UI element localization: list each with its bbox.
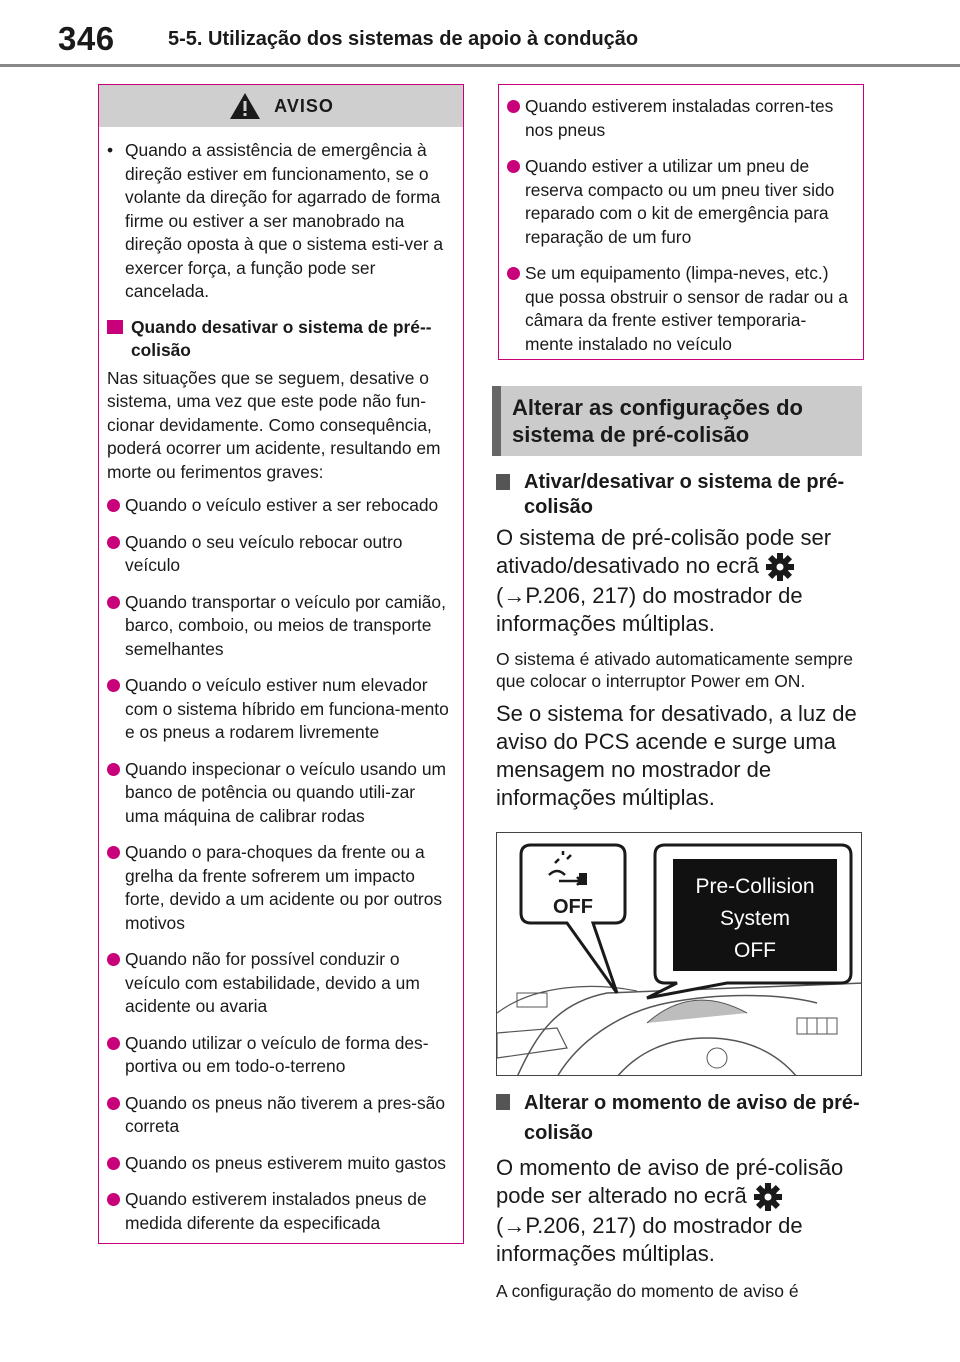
display-line-3: OFF [734, 939, 776, 962]
circle-bullet-icon [107, 846, 120, 859]
part2-note: A configuração do momento de aviso é [496, 1281, 799, 1302]
display-line-1: Pre-Collision [695, 875, 814, 898]
page-number: 346 [58, 20, 115, 57]
warning-box: AVISO • Quando a assistência de emergênc… [98, 84, 464, 1244]
section-heading: Alterar as configurações do sistema de p… [512, 395, 803, 447]
warning-subheading: Quando desativar o sistema de pré--colis… [107, 316, 449, 363]
part-warning-timing: Alterar o momento de aviso de pré-colisã… [496, 1088, 866, 1302]
bullet-dot-icon: • [107, 140, 114, 160]
part2-heading: Alterar o momento de aviso de pré-colisã… [496, 1088, 866, 1148]
list-item: Quando estiverem instaladas corren-tes n… [507, 95, 849, 142]
part1-text: O sistema de pré-colisão pode ser ativad… [496, 525, 832, 637]
list-item: Quando os pneus estiverem muito gastos [107, 1152, 449, 1176]
list-item: Se um equipamento (limpa-neves, etc.) qu… [507, 262, 849, 356]
intro-bullet: • Quando a assistência de emergência à d… [107, 139, 449, 304]
display-line-2: System [720, 907, 790, 930]
dashboard-illustration: OFF Pre-Collision System OFF [496, 832, 862, 1076]
list-item: Quando o veículo estiver a ser rebocado [107, 494, 449, 518]
list-item: Quando inspecionar o veículo usando um b… [107, 758, 449, 829]
warning-paragraph: Nas situações que se seguem, desative o … [107, 367, 441, 482]
circle-bullet-icon [107, 1193, 120, 1206]
warning-list-continued: Quando estiverem instaladas corren-tes n… [507, 95, 849, 356]
pcs-warning-icon [548, 851, 587, 886]
square-bullet-icon [107, 319, 123, 334]
list-item: Quando estiver a utilizar um pneu de res… [507, 155, 849, 249]
circle-bullet-icon [107, 499, 120, 512]
square-bullet-icon [496, 474, 510, 490]
header-divider [0, 64, 960, 67]
circle-bullet-icon [107, 535, 120, 549]
list-item: Quando o veículo estiver num elevador co… [107, 674, 449, 745]
circle-bullet-icon [507, 160, 520, 173]
dashboard-drawing: OFF Pre-Collision System OFF [497, 843, 861, 1075]
warning-box-continued: Quando estiverem instaladas corren-tes n… [498, 84, 864, 360]
section-title: 5-5. Utilização dos sistemas de apoio à … [168, 28, 639, 50]
list-item: Quando o seu veículo rebocar outro veícu… [107, 531, 449, 578]
section-heading-bar [492, 386, 501, 456]
list-item: Quando os pneus não tiverem a pres-são c… [107, 1092, 449, 1139]
circle-bullet-icon [507, 267, 520, 280]
circle-bullet-icon [107, 1156, 120, 1170]
part1-heading: Ativar/desativar o sistema de pré-colisã… [496, 470, 866, 520]
gear-icon [766, 553, 795, 582]
list-item: Quando o para-choques da frente ou a gre… [107, 841, 449, 935]
part1-note: O sistema é ativado automaticamente semp… [496, 649, 853, 692]
part2-text: O momento de aviso de pré-colisão pode s… [496, 1155, 844, 1267]
circle-bullet-icon [507, 100, 520, 113]
warning-header: AVISO [99, 85, 463, 127]
indicator-off-label: OFF [553, 896, 593, 918]
part1-result: Se o sistema for desativado, a luz de av… [496, 701, 857, 811]
gear-icon [753, 1183, 782, 1212]
circle-bullet-icon [107, 679, 120, 692]
square-bullet-icon [496, 1094, 510, 1110]
warning-triangle-icon [230, 93, 261, 119]
list-item: Quando estiverem instalados pneus de med… [107, 1188, 449, 1235]
part-activate: Ativar/desativar o sistema de pré-colisã… [496, 470, 866, 812]
circle-bullet-icon [107, 595, 120, 609]
list-item: Quando utilizar o veículo de forma des-p… [107, 1032, 449, 1079]
circle-bullet-icon [107, 1096, 120, 1110]
warning-title: AVISO [274, 95, 334, 116]
section-heading-box: Alterar as configurações do sistema de p… [492, 386, 862, 456]
page-header: 346 5-5. Utilização dos sistemas de apoi… [0, 0, 960, 68]
list-item: Quando transportar o veículo por camião,… [107, 591, 449, 662]
list-item: Quando não for possível conduzir o veícu… [107, 948, 449, 1019]
circle-bullet-icon [107, 953, 120, 966]
circle-bullet-icon [107, 762, 120, 776]
circle-bullet-icon [107, 1036, 120, 1050]
multi-info-display [673, 859, 837, 971]
